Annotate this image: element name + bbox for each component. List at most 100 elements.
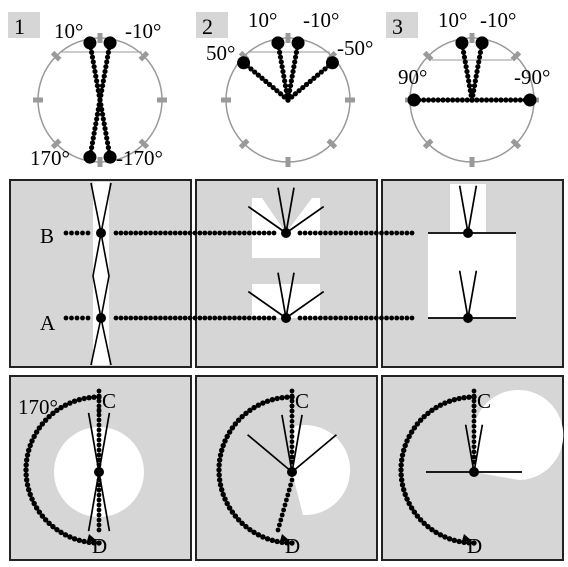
dot bbox=[266, 230, 272, 236]
panel-number: 3 bbox=[392, 14, 403, 39]
dot bbox=[300, 84, 306, 91]
dot bbox=[289, 73, 295, 79]
arc-dot bbox=[71, 398, 78, 404]
dial-panel-2: 2 10° -10° 50° -50° bbox=[196, 8, 373, 167]
arc-dot bbox=[402, 442, 408, 449]
angle-label-neg10: -10° bbox=[480, 8, 516, 32]
dot bbox=[445, 97, 451, 103]
dot bbox=[85, 230, 91, 236]
dial-ticks bbox=[405, 33, 539, 167]
arrow-head bbox=[280, 534, 290, 541]
arc-dot bbox=[255, 402, 262, 408]
arc-dot bbox=[229, 425, 236, 431]
dot bbox=[323, 230, 328, 236]
dot bbox=[466, 83, 473, 89]
dot bbox=[90, 59, 96, 65]
dot bbox=[266, 81, 273, 88]
dot bbox=[318, 69, 324, 75]
dot bbox=[98, 102, 104, 108]
arc-dot bbox=[26, 447, 32, 454]
dot bbox=[488, 97, 494, 103]
dot bbox=[261, 315, 267, 321]
arc-dot bbox=[91, 540, 97, 546]
tick-mark bbox=[422, 50, 434, 62]
fan-line bbox=[458, 270, 469, 319]
arc-dot bbox=[26, 486, 32, 493]
fan-line bbox=[458, 185, 469, 234]
arc-dot bbox=[429, 526, 435, 533]
dot bbox=[94, 83, 101, 89]
dot bbox=[187, 230, 193, 236]
dot bbox=[302, 315, 308, 321]
dot bbox=[94, 78, 100, 84]
dot bbox=[291, 64, 297, 70]
arc-dot bbox=[235, 417, 242, 423]
dot bbox=[471, 413, 477, 419]
arc-dot bbox=[398, 462, 404, 468]
dot bbox=[358, 230, 364, 236]
angle-label-10: 10° bbox=[438, 8, 467, 32]
dot bbox=[409, 315, 415, 321]
arc-dot bbox=[247, 526, 253, 533]
panel-number-badge bbox=[8, 12, 40, 38]
arc-dot bbox=[67, 534, 73, 540]
dot bbox=[409, 230, 415, 236]
arc-dot bbox=[437, 402, 444, 408]
dot bbox=[251, 315, 257, 321]
dot bbox=[237, 315, 242, 321]
arc-dot bbox=[31, 500, 37, 507]
arc-dot bbox=[289, 394, 295, 400]
arc-dot bbox=[284, 540, 290, 546]
dot bbox=[100, 78, 106, 84]
end-dot bbox=[325, 56, 339, 70]
dot bbox=[97, 97, 103, 103]
dot bbox=[440, 97, 446, 103]
junction-dot bbox=[281, 228, 291, 238]
dot bbox=[278, 517, 284, 523]
dot bbox=[474, 97, 480, 103]
dot bbox=[266, 315, 272, 321]
ray-line bbox=[473, 424, 484, 473]
dot bbox=[98, 92, 104, 98]
arc-dot bbox=[404, 496, 410, 502]
dot bbox=[99, 87, 105, 94]
ray-line bbox=[87, 412, 100, 473]
fan-b bbox=[247, 187, 325, 234]
rays bbox=[407, 36, 537, 107]
arc-dot bbox=[222, 438, 228, 444]
dot bbox=[459, 97, 465, 103]
rays bbox=[83, 36, 117, 164]
dot bbox=[256, 230, 262, 236]
arc-dot bbox=[62, 532, 69, 538]
center-dot bbox=[469, 467, 479, 477]
dot bbox=[466, 78, 472, 84]
dot bbox=[96, 427, 102, 433]
arc-dot bbox=[456, 395, 462, 402]
arc-dot bbox=[24, 482, 31, 488]
arc-dot bbox=[27, 491, 33, 498]
dot bbox=[74, 230, 80, 236]
dot bbox=[270, 84, 276, 91]
dot bbox=[462, 59, 468, 65]
dot bbox=[89, 54, 96, 60]
end-dot bbox=[475, 36, 489, 50]
arc-dot bbox=[226, 505, 233, 511]
dot bbox=[153, 230, 158, 236]
arc-dot bbox=[81, 395, 87, 402]
dot bbox=[279, 512, 285, 518]
arc-dot bbox=[33, 429, 40, 435]
dot bbox=[104, 54, 111, 60]
dot bbox=[63, 315, 69, 321]
dot bbox=[289, 403, 295, 409]
arc-dot bbox=[31, 433, 37, 440]
dot bbox=[192, 315, 198, 321]
dial-panel-1: 1 10° -10° 170° -170° bbox=[8, 12, 167, 170]
dot bbox=[133, 230, 139, 236]
dot bbox=[333, 315, 339, 321]
fan-line bbox=[467, 185, 478, 234]
dot bbox=[197, 315, 203, 321]
dot bbox=[101, 73, 107, 79]
white-region-gap bbox=[486, 184, 516, 232]
dot bbox=[207, 230, 213, 236]
